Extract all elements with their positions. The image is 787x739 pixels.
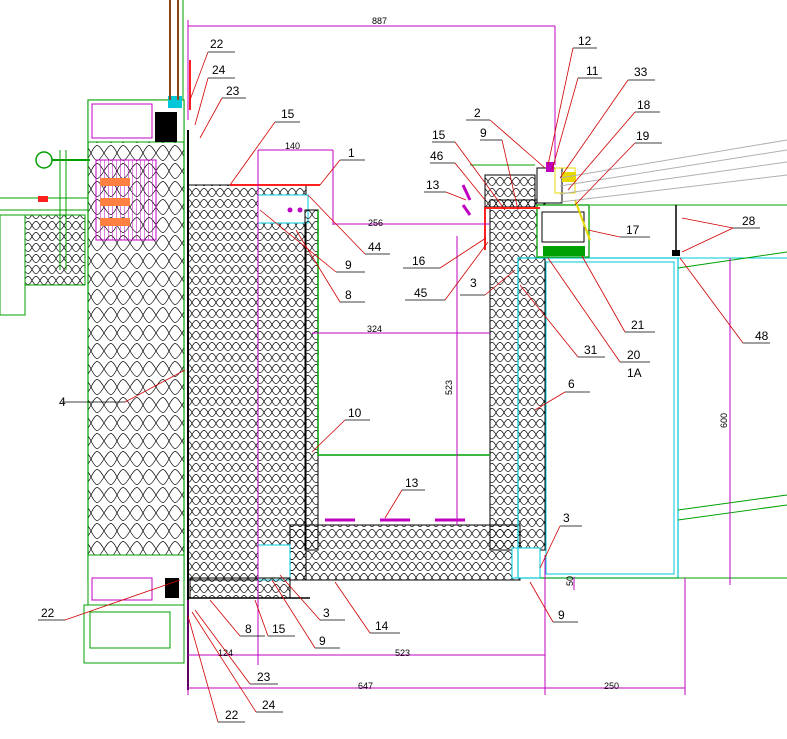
callout-leaders <box>38 47 770 723</box>
callout-24-top: 24 <box>212 63 226 77</box>
callout-19: 19 <box>636 129 650 143</box>
callout-1: 1 <box>348 146 355 160</box>
callout-9-c: 9 <box>558 608 565 622</box>
callout-2: 2 <box>474 106 481 120</box>
callout-13-b: 13 <box>405 476 419 490</box>
dim-140: 140 <box>285 141 300 151</box>
left-window-frame <box>83 96 185 664</box>
callout-24-bottom: 24 <box>262 698 276 712</box>
callout-3-c: 3 <box>323 606 330 620</box>
right-frame-box <box>517 251 787 579</box>
callout-1A: 1A <box>627 366 642 380</box>
dimension-lines <box>187 149 731 695</box>
callout-22-bottom-2: 22 <box>225 708 239 722</box>
callout-44: 44 <box>368 240 382 254</box>
callout-9-b: 9 <box>345 258 352 272</box>
left-wall-structure <box>0 150 90 316</box>
callout-13-a: 13 <box>426 178 440 192</box>
callout-12: 12 <box>578 34 592 48</box>
callout-15-b: 15 <box>432 128 446 142</box>
top-right-assembly <box>470 139 787 258</box>
callout-3-a: 3 <box>470 276 477 290</box>
callout-17: 17 <box>626 223 640 237</box>
dim-647: 647 <box>358 681 373 691</box>
callout-20: 20 <box>627 348 641 362</box>
callout-14: 14 <box>375 619 389 633</box>
callout-23-bottom: 23 <box>257 670 271 684</box>
callout-28: 28 <box>742 214 756 228</box>
callout-22-top: 22 <box>210 37 224 51</box>
callout-15-a: 15 <box>281 107 295 121</box>
callout-22-bottom: 22 <box>41 606 55 620</box>
callout-45: 45 <box>414 286 428 300</box>
callout-21: 21 <box>631 318 645 332</box>
callout-8-a: 8 <box>345 288 352 302</box>
dim-523: 523 <box>395 648 410 658</box>
left-insulation-column <box>187 130 320 690</box>
callout-9-d: 9 <box>319 634 326 648</box>
dim-250: 250 <box>604 681 619 691</box>
callout-6: 6 <box>568 377 575 391</box>
dim-256: 256 <box>368 218 383 228</box>
dim-523-vertical: 523 <box>444 380 454 395</box>
callout-3-b: 3 <box>563 511 570 525</box>
callout-23-top: 23 <box>226 84 240 98</box>
callout-8-b: 8 <box>245 622 252 636</box>
callout-4: 4 <box>59 395 66 409</box>
callout-33: 33 <box>634 65 648 79</box>
callout-16: 16 <box>412 254 426 268</box>
fixings <box>287 184 472 522</box>
callout-46: 46 <box>430 149 444 163</box>
top-glazing <box>169 0 556 165</box>
dim-600: 600 <box>719 413 729 428</box>
dim-50: 50 <box>565 576 575 586</box>
dim-324: 324 <box>367 324 382 334</box>
callout-48: 48 <box>755 329 769 343</box>
callout-31: 31 <box>584 343 598 357</box>
callout-15-c: 15 <box>272 622 286 636</box>
dim-887: 887 <box>372 16 387 26</box>
callout-10: 10 <box>348 406 362 420</box>
callout-11: 11 <box>586 64 599 78</box>
callout-18: 18 <box>637 98 651 112</box>
callout-9-a: 9 <box>480 126 487 140</box>
dim-124: 124 <box>218 648 233 658</box>
